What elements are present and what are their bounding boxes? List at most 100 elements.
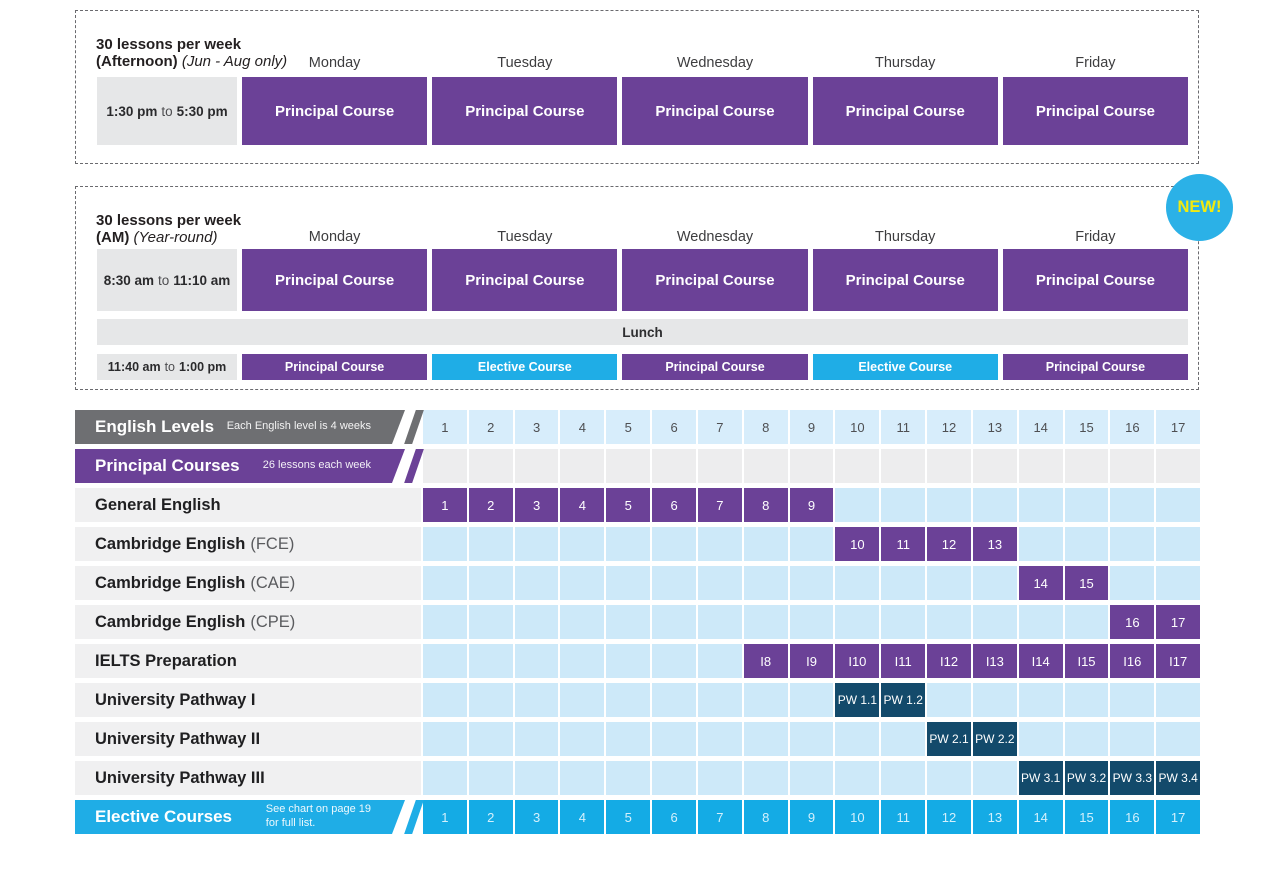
grid-cell [468, 449, 513, 483]
grid-cell [514, 683, 559, 717]
grid-cell [1110, 449, 1155, 483]
level-number-cell: 16 [1110, 410, 1155, 444]
course-level-cell: PW 3.2 [1064, 761, 1109, 795]
level-number-cell: 6 [652, 410, 696, 444]
grid-cell [743, 722, 788, 756]
grid-cell [697, 449, 742, 483]
grid-cell [972, 488, 1017, 522]
grid-cell [560, 605, 605, 639]
course-note: (FCE) [250, 534, 295, 553]
grid-cell [1064, 527, 1109, 561]
section-title: Elective Courses [95, 807, 233, 826]
section-bar-stripe [404, 449, 424, 483]
grid-cell [1156, 527, 1201, 561]
course-name: IELTS Preparation [95, 651, 237, 670]
level-number-cell: 12 [927, 800, 971, 834]
course-name: Cambridge English [95, 612, 246, 631]
course-block-principal: Principal Course [622, 249, 808, 311]
grid-cell [652, 722, 696, 756]
time-slot: 11:40 am to 1:00 pm [97, 354, 237, 380]
course-block-elective: Elective Course [812, 354, 998, 380]
grid-cell [789, 722, 834, 756]
level-number-cell: 15 [1064, 410, 1109, 444]
course-level-cell: 9 [789, 488, 834, 522]
grid-cell [560, 722, 605, 756]
course-name: Cambridge English [95, 573, 246, 592]
grid-cell [1064, 683, 1109, 717]
time-slot: 1:30 pm to 5:30 pm [97, 77, 237, 145]
level-number-cell: 16 [1110, 800, 1155, 834]
course-block-principal: Principal Course [1002, 77, 1189, 145]
level-number-cell: 14 [1018, 800, 1063, 834]
section-title: English Levels [95, 417, 215, 436]
grid-cell [468, 605, 513, 639]
schedule-title-am: 30 lessons per week (AM) (Year-round) [96, 212, 241, 247]
new-badge: NEW! [1166, 174, 1233, 241]
grid-cell [927, 683, 971, 717]
course-block-principal: Principal Course [622, 354, 808, 380]
course-level-cell: PW 2.2 [972, 722, 1017, 756]
course-level-cell: 2 [468, 488, 513, 522]
grid-cell [423, 605, 467, 639]
course-level-cell: PW 1.1 [835, 683, 880, 717]
grid-cell [1064, 722, 1109, 756]
course-name: General English [95, 495, 221, 514]
grid-cell [881, 722, 926, 756]
level-number-cell: 4 [560, 800, 605, 834]
grid-cell [652, 566, 696, 600]
grid-cell [468, 683, 513, 717]
grid-cell [743, 527, 788, 561]
course-row-label: Cambridge English(FCE) [75, 527, 421, 561]
grid-cell [1064, 449, 1109, 483]
grid-cell [560, 644, 605, 678]
level-number-cell: 4 [560, 410, 605, 444]
section-subtitle: 26 lessons each week [262, 459, 371, 472]
grid-cell [881, 566, 926, 600]
grid-cell [652, 761, 696, 795]
course-row-label: General English [75, 488, 421, 522]
course-level-cell: 4 [560, 488, 605, 522]
level-number-cell: 12 [927, 410, 971, 444]
level-number-cell: 3 [514, 800, 559, 834]
level-number-cell: 10 [835, 410, 880, 444]
level-number-cell: 17 [1156, 410, 1201, 444]
grid-cell [1064, 605, 1109, 639]
grid-cell [652, 527, 696, 561]
day-label: Friday [1075, 229, 1116, 245]
grid-cell [423, 644, 467, 678]
grid-cell [927, 566, 971, 600]
level-number-cell: 1 [423, 800, 467, 834]
grid-cell [1018, 488, 1063, 522]
level-number-cell: 11 [881, 410, 926, 444]
grid-cell [1064, 488, 1109, 522]
course-note: (CPE) [250, 612, 296, 631]
grid-cell [697, 644, 742, 678]
grid-cell [743, 605, 788, 639]
level-number-cell: 7 [697, 410, 742, 444]
grid-cell [927, 605, 971, 639]
grid-cell [743, 566, 788, 600]
grid-cell [560, 566, 605, 600]
course-level-cell: I8 [743, 644, 788, 678]
grid-cell [423, 761, 467, 795]
section-subtitle: Each English level is 4 weeks [226, 420, 371, 433]
grid-cell [697, 761, 742, 795]
course-block-elective: Elective Course [432, 354, 618, 380]
grid-cell [514, 722, 559, 756]
grid-cell [652, 683, 696, 717]
level-number-cell: 13 [972, 410, 1017, 444]
schedule-title-afternoon: 30 lessons per week (Afternoon) (Jun - A… [96, 36, 287, 71]
grid-cell [835, 488, 880, 522]
grid-cell [789, 683, 834, 717]
grid-cell [423, 527, 467, 561]
